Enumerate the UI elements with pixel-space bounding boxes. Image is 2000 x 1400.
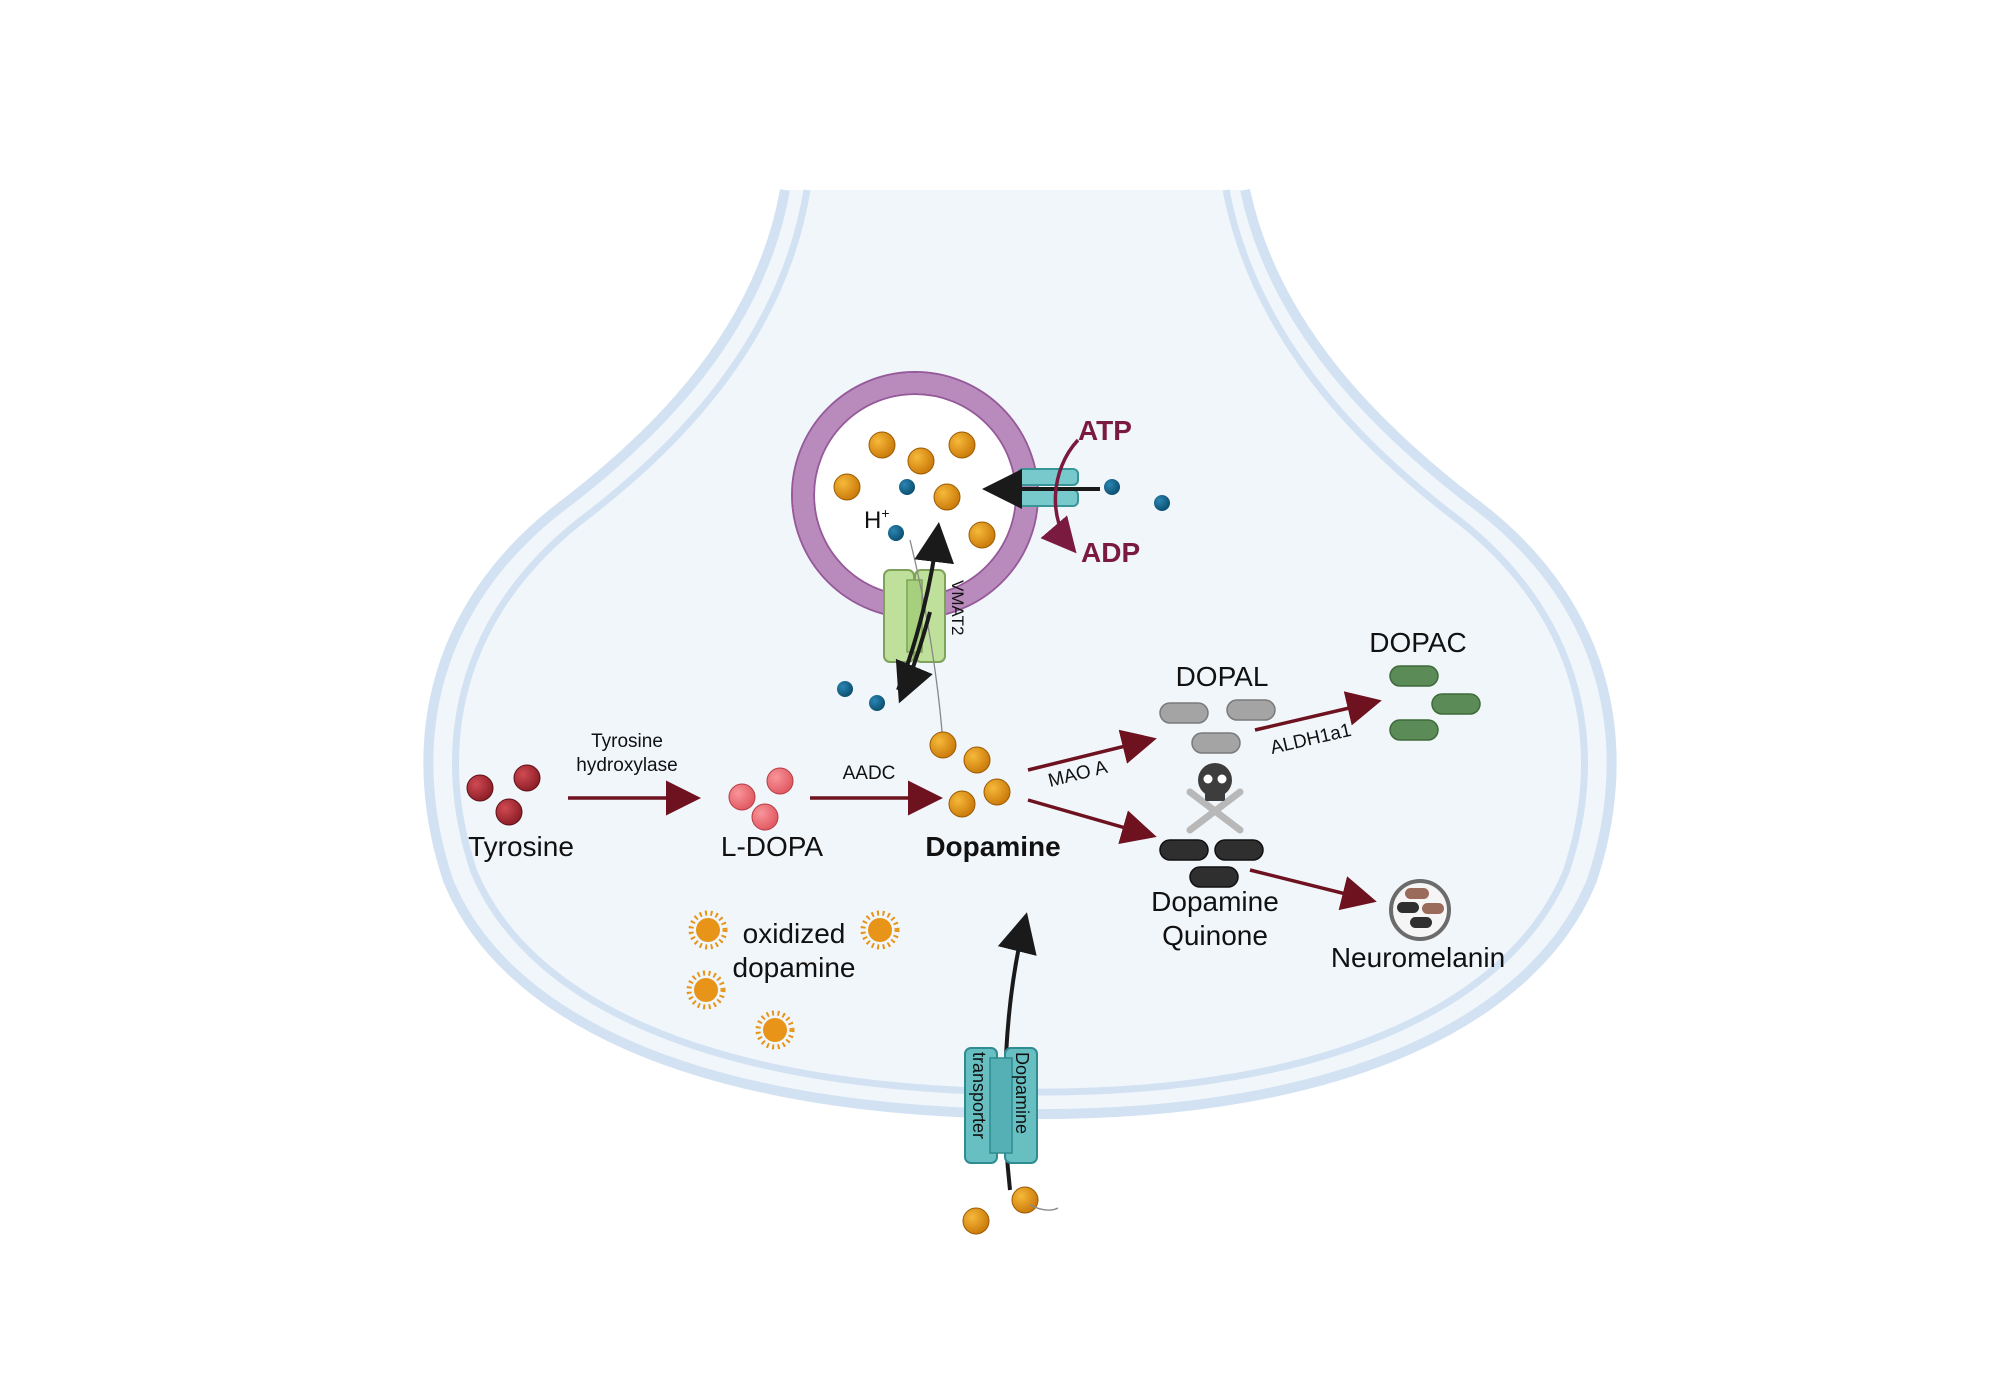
- dat-label: Dopamine: [1012, 1052, 1032, 1134]
- neuromelanin-label: Neuromelanin: [1331, 942, 1505, 973]
- skull-crossbones-icon: [1186, 763, 1244, 834]
- dopamine-molecule: [983, 778, 1011, 806]
- proton: [837, 681, 853, 697]
- neuromelanin-granule-icon: [1389, 879, 1451, 941]
- dopamine-molecule: [962, 1207, 990, 1235]
- adp-label: ADP: [1081, 537, 1140, 568]
- ldopa-label: L-DOPA: [721, 831, 823, 862]
- dopamine-label: Dopamine: [925, 831, 1060, 862]
- dopamine-molecule: [948, 790, 976, 818]
- dopamine-to-quinone-arrow: [1027, 798, 1157, 845]
- dopamine-molecule: [907, 447, 935, 475]
- tyrosine-molecules: [466, 764, 541, 826]
- dopal-label: DOPAL: [1176, 661, 1269, 692]
- tyrosine-hydroxylase-label-line2: hydroxylase: [576, 755, 677, 776]
- vmat2-label: VMAT2: [948, 580, 967, 635]
- dopamine-transporter: [964, 1047, 1038, 1164]
- dopac-label: DOPAC: [1369, 627, 1467, 658]
- vesicle-dopamine-molecules: [833, 431, 996, 549]
- dopamine-molecule: [1011, 1186, 1039, 1214]
- dopamine-molecule: [833, 473, 861, 501]
- tyrosine-label: Tyrosine: [468, 831, 574, 862]
- dopamine-quinone-molecules: [1159, 839, 1264, 888]
- dopamine-molecule: [868, 431, 896, 459]
- dat-label-line2: transporter: [969, 1052, 989, 1139]
- proton: [1104, 479, 1120, 495]
- dopamine-molecule: [933, 483, 961, 511]
- vmat2-proton-efflux-arrow: [895, 611, 933, 704]
- oxidized-dopamine-label: oxidized: [743, 918, 846, 949]
- dopamine-quinone-label-line2: Quinone: [1162, 920, 1268, 951]
- dat-tether: [1029, 1204, 1059, 1211]
- ldopa-molecules: [728, 767, 794, 831]
- oxidized-dopamine-label-line2: dopamine: [733, 952, 856, 983]
- proton: [899, 479, 915, 495]
- dopamine-molecule: [963, 746, 991, 774]
- cytosolic-dopamine-molecules: [929, 731, 1011, 818]
- oxidized-dopamine-icon: [686, 910, 900, 1050]
- dopamine-molecule: [948, 431, 976, 459]
- dopamine-quinone-label: Dopamine: [1151, 886, 1279, 917]
- atp-hydrolysis-arrow: [1040, 438, 1080, 554]
- dopamine-to-dopal-arrow: [1027, 729, 1157, 772]
- dopac-molecules: [1389, 665, 1481, 741]
- atp-label: ATP: [1078, 415, 1132, 446]
- proton: [869, 695, 885, 711]
- proton: [1154, 495, 1170, 511]
- proton-label: H+: [864, 505, 890, 534]
- dopamine-molecule: [968, 521, 996, 549]
- dopamine-molecule: [929, 731, 957, 759]
- dopal-to-dopac-arrow: [1254, 691, 1382, 732]
- proton: [888, 525, 904, 541]
- quinone-to-neuromelanin-arrow: [1249, 868, 1377, 911]
- presynaptic-terminal: [428, 190, 1612, 1115]
- aadc-label: AADC: [843, 763, 896, 784]
- vmat2-tether: [909, 539, 944, 746]
- dopal-molecules: [1159, 699, 1276, 754]
- tyrosine-hydroxylase-label: Tyrosine: [591, 731, 663, 752]
